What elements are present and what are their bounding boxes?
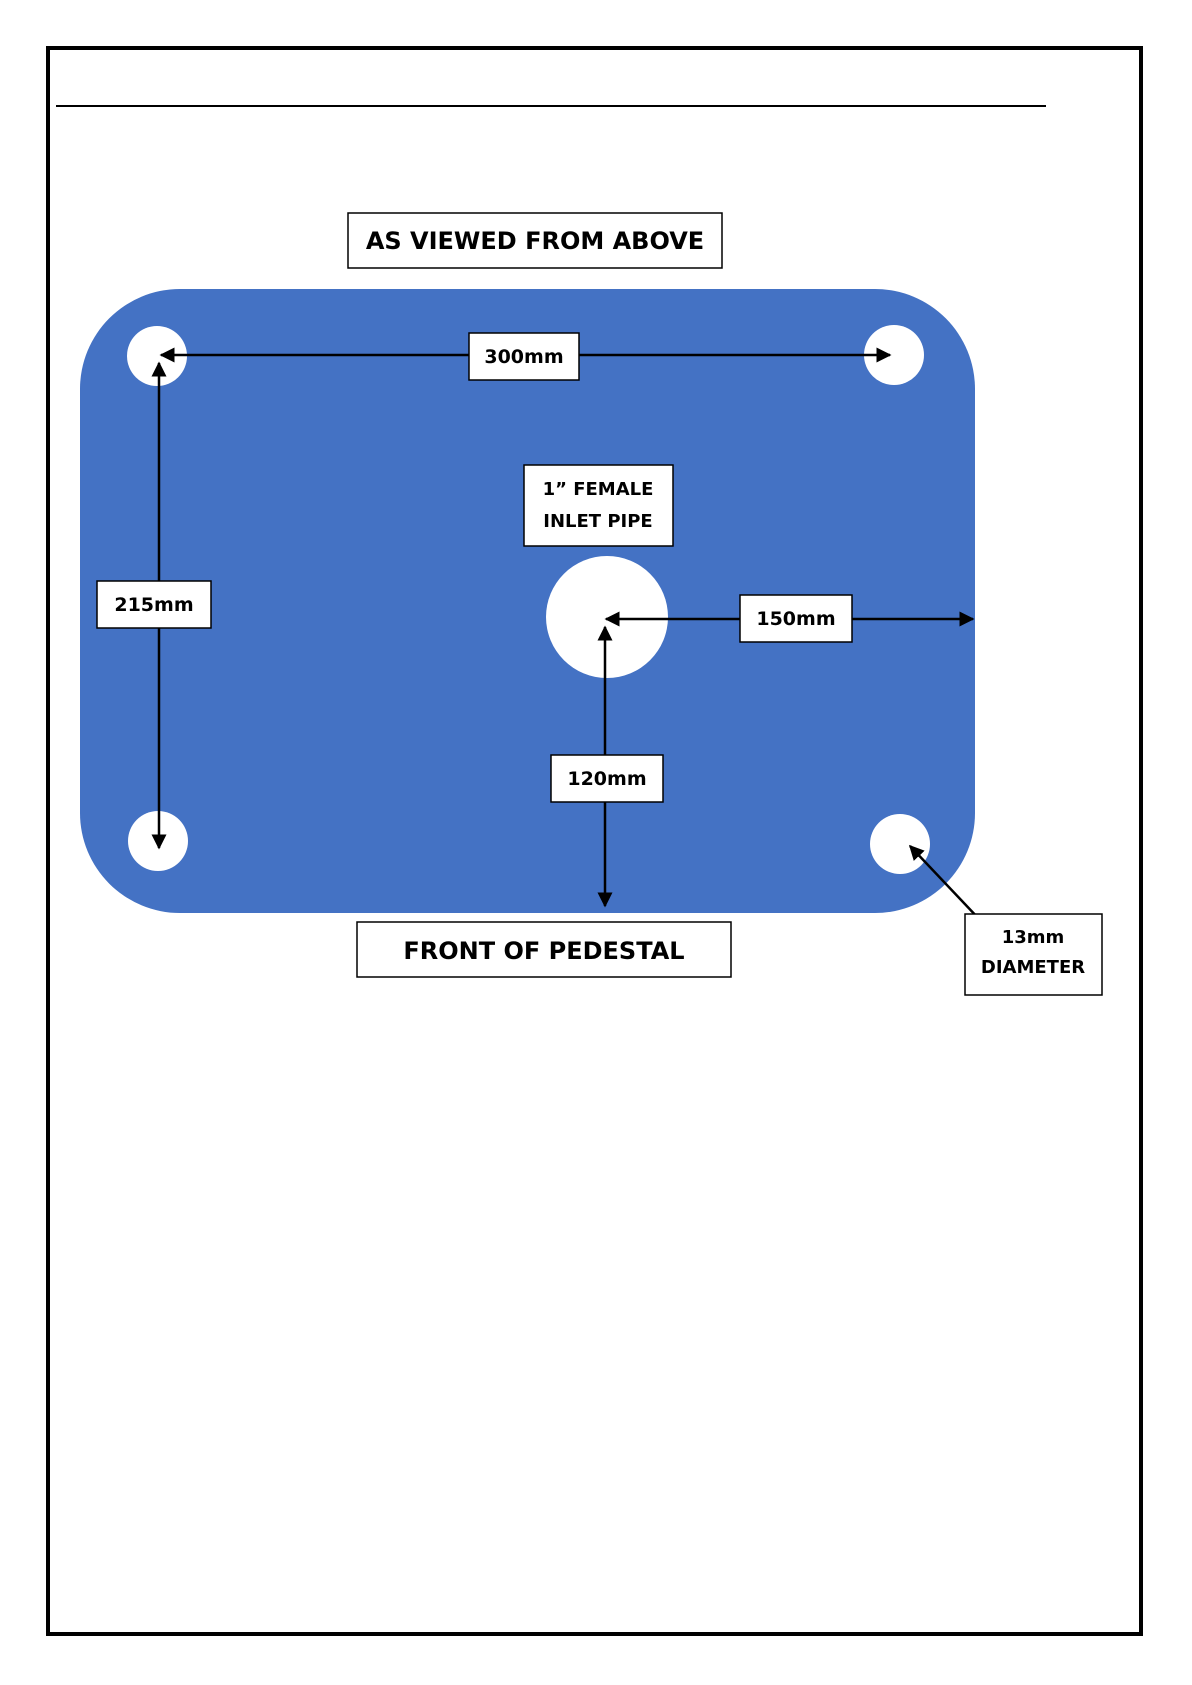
inlet-front-dimension-label-box: 120mm [551,755,663,802]
title-label-box: AS VIEWED FROM ABOVE [348,213,722,268]
depth-dimension-label-box: 215mm [97,581,211,628]
hole-diameter-label-box: 13mm DIAMETER [965,914,1102,995]
mounting-hole-bottom-right [870,814,930,874]
width-dimension-label-box: 300mm [469,333,579,380]
inlet-side-dimension-label: 150mm [756,608,835,630]
diagram-title: AS VIEWED FROM ABOVE [366,227,704,255]
inlet-pipe-label-line1: 1” FEMALE [543,479,654,500]
front-of-pedestal-label: FRONT OF PEDESTAL [403,937,684,965]
inlet-pipe-label-box: 1” FEMALE INLET PIPE [524,465,673,546]
inlet-pipe-hole [546,556,668,678]
inlet-pipe-label-line2: INLET PIPE [543,511,652,532]
hole-diameter-label-line1: 13mm [1002,927,1065,948]
depth-dimension-label: 215mm [114,594,193,616]
inlet-front-dimension-label: 120mm [567,768,646,790]
hole-diameter-label-line2: DIAMETER [981,957,1085,978]
inlet-side-dimension-label-box: 150mm [740,595,852,642]
front-label-box: FRONT OF PEDESTAL [357,922,731,977]
width-dimension-label: 300mm [484,346,563,368]
